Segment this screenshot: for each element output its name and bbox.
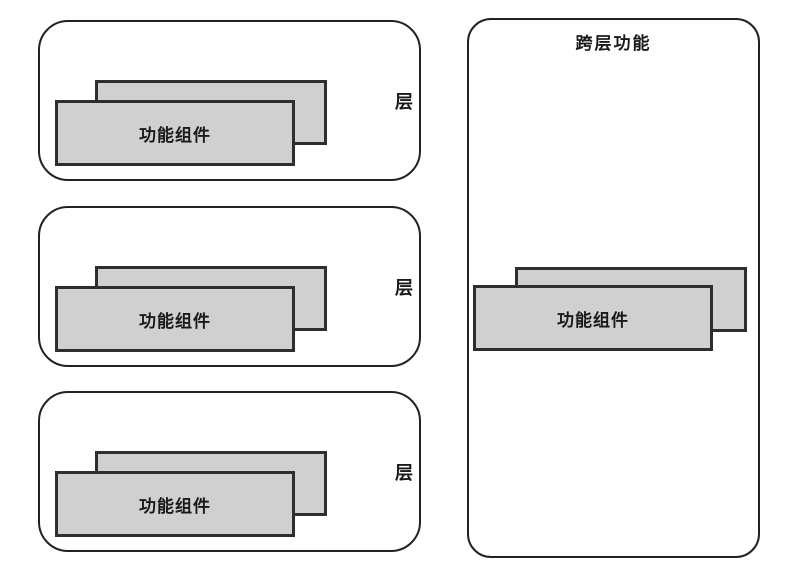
cross-layer-title: 跨层功能 bbox=[575, 34, 652, 54]
cross-layer-panel: 跨层功能 功能组件 bbox=[467, 18, 760, 558]
component-box-front: 功能组件 bbox=[55, 100, 295, 166]
component-label: 功能组件 bbox=[139, 496, 211, 517]
component-label: 功能组件 bbox=[139, 311, 211, 332]
component-box-front: 功能组件 bbox=[55, 286, 295, 352]
component-label: 功能组件 bbox=[139, 125, 211, 146]
layer-label: 层 bbox=[395, 277, 413, 299]
layer-panel-3: 功能组件 层 bbox=[38, 391, 421, 552]
component-label: 功能组件 bbox=[557, 310, 629, 331]
component-box-front: 功能组件 bbox=[473, 285, 713, 351]
layer-label: 层 bbox=[395, 91, 413, 113]
layer-label: 层 bbox=[395, 462, 413, 484]
component-box-front: 功能组件 bbox=[55, 471, 295, 537]
layer-panel-1: 功能组件 层 bbox=[38, 20, 421, 181]
layer-panel-2: 功能组件 层 bbox=[38, 206, 421, 367]
